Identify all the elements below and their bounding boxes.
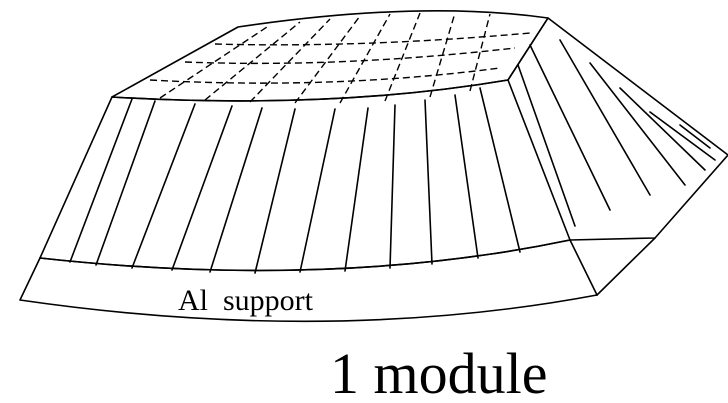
front-face-strips (69, 87, 521, 274)
right-side-face (507, 17, 728, 296)
al-support-label: Al support (178, 284, 314, 317)
top-face (111, 10, 549, 104)
module-caption: 1 module (330, 341, 547, 403)
right-side-strips (517, 39, 716, 227)
front-face (39, 79, 571, 274)
top-face-grid (149, 12, 531, 104)
al-support-band: Al support (19, 239, 598, 323)
